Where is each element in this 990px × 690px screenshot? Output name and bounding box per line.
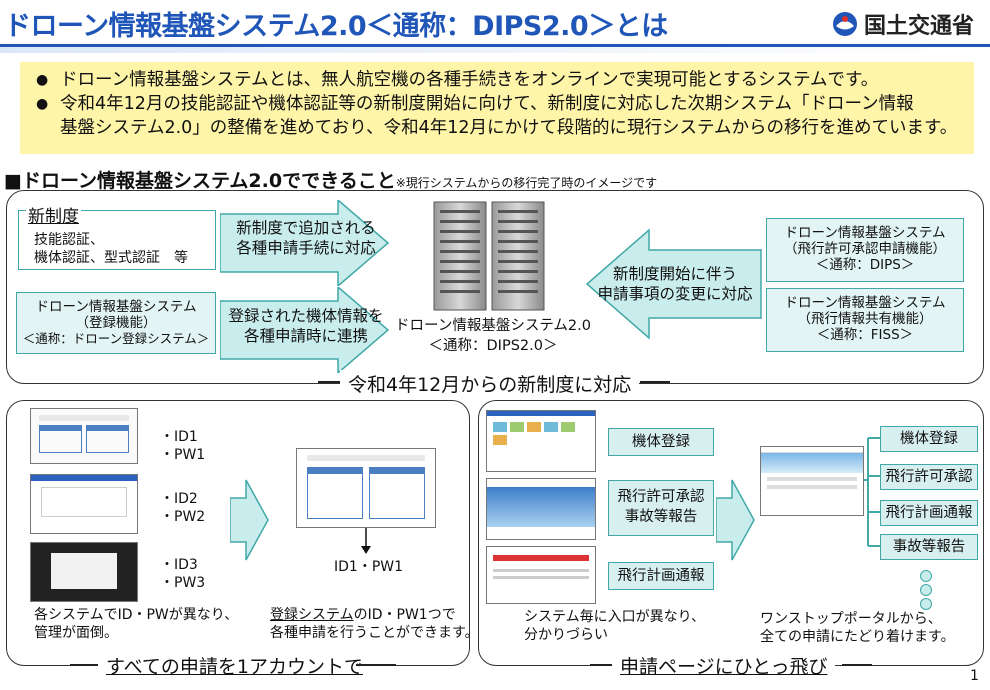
intro-banner: ドローン情報基盤システムとは、無人航空機の各種手続きをオンラインで実現可能とする…: [20, 62, 974, 154]
drone-registration-screenshot: [486, 410, 596, 472]
pw2-label: ・PW2: [160, 509, 206, 525]
pw1-label: ・PW1: [160, 447, 206, 463]
left-note-line2: 管理が面倒。: [34, 625, 118, 641]
new-system-title: 新制度: [26, 202, 81, 227]
intro-bullet-1: ドローン情報基盤システムとは、無人航空機の各種手続きをオンラインで実現可能とする…: [30, 68, 964, 92]
id3-label: ・ID3: [160, 557, 198, 573]
header-divider: [0, 44, 990, 47]
arrow2-label: 登録された機体情報を 各種申請時に連携: [226, 306, 386, 346]
portal-flight-permission-button[interactable]: 飛行許可承認: [880, 464, 978, 490]
arrow1-label: 新制度で追加される 各種申請手続に対応: [226, 218, 386, 258]
right-left-note: システム毎に入口が異なり、 分かりづらい: [524, 608, 705, 644]
right-note-line1-rest: のID・PW1つで: [353, 607, 456, 623]
page-number: 1: [970, 668, 979, 684]
arrow2-line1: 登録された機体情報を: [228, 307, 384, 325]
dips-line2: （飛行許可承認申請機能）: [784, 241, 946, 257]
left-note-line1: 各システムでID・PWが異なり、: [34, 607, 239, 623]
pw3-label: ・PW3: [160, 575, 206, 591]
new-system-line2: 機体認証、型式認証 等: [34, 250, 188, 266]
logo-text: 国土交通省: [864, 14, 975, 39]
dips-line3: ＜通称：DIPS＞: [815, 257, 915, 273]
section-note: ※現行システムからの移行完了時のイメージです: [395, 176, 658, 190]
server-line1: ドローン情報基盤システム2.0: [395, 318, 591, 334]
login-screenshot-2: [30, 474, 138, 534]
portal-screenshot: [760, 446, 864, 516]
id1-label: ・ID1: [160, 429, 198, 445]
new-system-line1: 技能認証、: [34, 232, 104, 248]
id2-label: ・ID2: [160, 491, 198, 507]
registration-line2: （登録機能）: [75, 315, 157, 331]
drone-registration-button[interactable]: 機体登録: [608, 428, 714, 456]
intro-bullet-2-line2: 基盤システム2.0」の整備を進めており、令和4年12月にかけて段階的に現行システ…: [60, 118, 958, 138]
right-left-note-line2: 分かりづらい: [524, 627, 608, 643]
section-heading: ■ドローン情報基盤システム2.0でできること※現行システムからの移行完了時のイメ…: [4, 166, 657, 193]
registration-line3: ＜通称：ドローン登録システム＞: [22, 331, 210, 346]
intro-bullet-2: 令和4年12月の技能認証や機体認証等の新制度開始に向けて、新制度に対応した次期シ…: [30, 92, 964, 140]
section-title: ■ドローン情報基盤システム2.0でできること: [4, 170, 396, 192]
portal-panel-caption: 申請ページにひとっ飛び: [612, 652, 836, 679]
caption-rule-right: [356, 664, 396, 666]
portal-flight-plan-button[interactable]: 飛行計画通報: [880, 500, 978, 526]
arrow-right-icon: [220, 287, 390, 373]
portal-note: ワンストップポータルから、 全ての申請にたどり着けます。: [760, 610, 955, 646]
caption-rule-left: [590, 664, 620, 666]
login-screenshot-1: [30, 408, 138, 464]
arrow2-line2: 各種申請時に連携: [243, 327, 368, 345]
account-panel-caption: すべての申請を1アカウントで: [98, 652, 371, 679]
unified-id-label: ID1・PW1: [334, 559, 404, 575]
page-title: ドローン情報基盤システム2.0＜通称：DIPS2.0＞とは: [4, 11, 668, 42]
more-dot: [920, 598, 932, 610]
right-left-note-line1: システム毎に入口が異なり、: [524, 609, 706, 625]
mlit-logo: 国土交通省: [832, 8, 974, 40]
caption-rule-left: [318, 381, 348, 383]
arrow1-line1: 新制度で追加される: [236, 219, 376, 237]
fiss-line3: ＜通称：FISS＞: [816, 327, 914, 343]
registration-system-link[interactable]: 登録システム: [270, 607, 354, 623]
arrow3-line1: 新制度開始に伴う: [612, 265, 737, 283]
fiss-line1: ドローン情報基盤システム: [784, 295, 946, 311]
fiss-screenshot: [486, 546, 596, 604]
arrow-right-icon: [716, 479, 755, 561]
more-dot: [920, 584, 932, 596]
more-dot: [920, 570, 932, 582]
caption-rule-right: [640, 381, 670, 383]
registration-line1: ドローン情報基盤システム: [35, 299, 197, 315]
registration-system-box: ドローン情報基盤システム （登録機能） ＜通称：ドローン登録システム＞: [16, 292, 216, 354]
left-note: 各システムでID・PWが異なり、 管理が面倒。: [34, 606, 238, 642]
dips-line1: ドローン情報基盤システム: [784, 225, 946, 241]
portal-note-line1: ワンストップポータルから、: [760, 611, 942, 627]
portal-drone-registration-button[interactable]: 機体登録: [880, 426, 978, 452]
arrow3-line2: 申請事項の変更に対応: [597, 285, 753, 303]
right-note-line2: 各種申請を行うことができます。: [270, 625, 479, 641]
server-icon: [433, 201, 545, 311]
arrow-down-icon: [361, 528, 371, 554]
header-stripe: [0, 47, 990, 53]
login-screenshot-3: [30, 542, 138, 602]
right-note: 登録システムのID・PW1つで 各種申請を行うことができます。: [270, 606, 479, 642]
right-note-line1: 登録システムのID・PW1つで: [270, 606, 479, 624]
server-line2: ＜通称：DIPS2.0＞: [428, 338, 558, 354]
dips-screenshot: [486, 478, 596, 540]
caption-rule-left: [70, 664, 110, 666]
arrow3-label: 新制度開始に伴う 申請事項の変更に対応: [588, 264, 762, 304]
flight-permission-line1: 飛行許可承認: [617, 489, 705, 505]
flight-plan-button[interactable]: 飛行計画通報: [608, 562, 714, 590]
fiss-line2: （飛行情報共有機能）: [797, 311, 933, 327]
dips-system-box: ドローン情報基盤システム （飛行許可承認申請機能） ＜通称：DIPS＞: [766, 218, 964, 282]
intro-bullet-2-line1: 令和4年12月の技能認証や機体認証等の新制度開始に向けて、新制度に対応した次期シ…: [60, 94, 914, 114]
server-label: ドローン情報基盤システム2.0 ＜通称：DIPS2.0＞: [386, 316, 600, 356]
top-panel-caption: 令和4年12月からの新制度に対応: [340, 370, 640, 397]
flight-permission-line2: 事故等報告: [624, 509, 698, 525]
arrow-right-icon: [230, 479, 269, 561]
arrow-left-icon: [585, 228, 762, 340]
portal-note-line2: 全ての申請にたどり着けます。: [760, 629, 955, 645]
flight-permission-button[interactable]: 飛行許可承認 事故等報告: [608, 480, 714, 536]
arrow-right-icon: [220, 200, 390, 286]
mlit-logo-icon: [833, 12, 857, 36]
caption-rule-right: [842, 664, 872, 666]
unified-login-screenshot: [296, 448, 436, 528]
arrow1-line2: 各種申請手続に対応: [236, 239, 376, 257]
fiss-system-box: ドローン情報基盤システム （飛行情報共有機能） ＜通称：FISS＞: [766, 288, 964, 352]
portal-accident-report-button[interactable]: 事故等報告: [880, 534, 978, 560]
